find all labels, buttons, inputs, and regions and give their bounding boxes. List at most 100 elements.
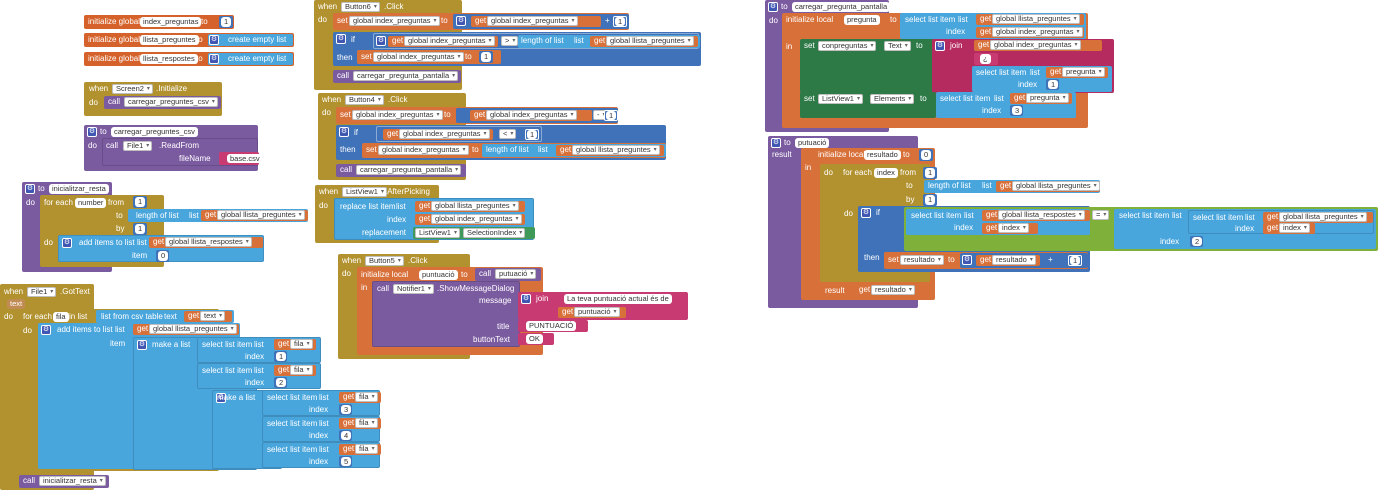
text-block[interactable]: PUNTUACIÓ <box>518 320 588 332</box>
number-field[interactable]: 1 <box>606 111 617 120</box>
number-field[interactable]: 1 <box>276 352 287 361</box>
number-block[interactable]: 1 <box>479 51 493 63</box>
var-dropdown[interactable]: fila <box>355 444 378 454</box>
number-block[interactable]: 1 <box>274 351 287 362</box>
global-llista-respostes-block[interactable]: initialize global llista_respostes to ⚙ … <box>84 52 294 66</box>
proc-dropdown[interactable]: putuació <box>495 269 537 279</box>
get-var-block[interactable]: get global llista_respostes <box>149 237 263 248</box>
notifier-showmessagedialog-block[interactable]: call Notifier1 .ShowMessageDialog messag… <box>372 281 520 347</box>
gear-icon[interactable]: ⚙ <box>87 127 97 137</box>
call-inicialitzar-block[interactable]: call inicialitzar_resta <box>19 475 109 488</box>
var-dropdown[interactable]: fila <box>290 339 313 349</box>
create-empty-list-block[interactable]: ⚙ create empty list <box>208 34 293 46</box>
number-field[interactable]: 5 <box>341 457 352 466</box>
gear-icon[interactable]: ⚙ <box>456 16 466 26</box>
number-block[interactable]: 4 <box>339 430 352 441</box>
number-field[interactable]: 1 <box>615 17 626 26</box>
get-var-block[interactable]: get global llista_preguntes <box>201 210 308 221</box>
gear-icon[interactable]: ⚙ <box>376 36 386 46</box>
set-index-block[interactable]: set global index_preguntas to ⚙ getgloba… <box>333 13 629 30</box>
number-field[interactable]: 1 <box>925 168 936 178</box>
get-text-block[interactable]: get text <box>184 311 232 322</box>
gear-icon[interactable]: ⚙ <box>62 238 72 248</box>
component-dropdown[interactable]: Screen2 <box>112 84 153 94</box>
component-property-block[interactable]: ListView1 SelectionIndex <box>413 227 535 239</box>
var-name-field[interactable]: pregunta <box>844 15 880 25</box>
proc-dropdown[interactable]: carregar_preguntes_csv <box>124 97 218 107</box>
var-dropdown[interactable]: global index_preguntas <box>992 27 1083 37</box>
property-dropdown[interactable]: SelectionIndex <box>463 228 526 238</box>
screen2-initialize-block[interactable]: when Screen2 .Initialize do call carrega… <box>84 82 222 116</box>
var-dropdown[interactable]: global index_preguntas <box>349 16 440 26</box>
gear-icon[interactable]: ⚙ <box>935 41 945 51</box>
gear-icon[interactable]: ⚙ <box>137 340 147 350</box>
component-dropdown[interactable]: File1 <box>123 141 153 151</box>
text-field[interactable]: ¿ <box>980 54 991 64</box>
gear-icon[interactable]: ⚙ <box>41 325 51 335</box>
component-dropdown[interactable]: ListView1 <box>342 187 387 197</box>
var-name-field[interactable]: index_preguntas <box>140 17 202 27</box>
number-field[interactable]: 1 <box>135 197 146 207</box>
number-block[interactable]: 0 <box>919 149 933 161</box>
call-proc-block[interactable]: call carregar_preguntes_csv <box>104 96 221 109</box>
component-dropdown[interactable]: Button6 <box>341 2 380 12</box>
number-field[interactable]: 1 <box>1070 256 1081 265</box>
number-field[interactable]: 1 <box>527 130 538 139</box>
gear-icon[interactable]: ⚙ <box>861 208 871 218</box>
var-dropdown[interactable]: global llista_preguntes <box>217 210 305 220</box>
operator-dropdown[interactable]: < <box>499 129 517 139</box>
var-dropdown[interactable]: global llista_preguntes <box>572 145 660 155</box>
var-dropdown[interactable]: resultado <box>871 285 915 295</box>
number-block[interactable]: 1 <box>1046 79 1059 90</box>
loop-var-field[interactable]: number <box>75 198 107 208</box>
proc-name-field[interactable]: carregar_preguntes_csv <box>111 127 198 137</box>
text-field[interactable]: La teva puntuació actual és de <box>564 294 672 304</box>
proc-name-field[interactable]: carregar_pregunta_pantalla <box>792 2 891 12</box>
var-dropdown[interactable]: resultado <box>992 255 1036 265</box>
var-dropdown[interactable]: index <box>1279 223 1310 233</box>
number-block[interactable]: 2 <box>1190 236 1203 247</box>
text-block[interactable]: base.csv <box>219 152 263 165</box>
proc-carregar-preguntes-csv[interactable]: ⚙ to carregar_preguntes_csv do call File… <box>84 125 263 171</box>
var-dropdown[interactable]: global index_preguntas <box>399 129 490 139</box>
list-from-csv-block[interactable]: list from csv table text get text <box>96 310 234 323</box>
proc-dropdown[interactable]: inicialitzar_resta <box>39 476 106 486</box>
var-dropdown[interactable]: global llista_preguntes <box>992 14 1080 24</box>
number-block[interactable]: 1 <box>1068 255 1082 266</box>
component-dropdown[interactable]: Notifier1 <box>393 284 434 294</box>
number-block[interactable]: 1 <box>604 110 618 121</box>
gear-icon[interactable]: ⚙ <box>768 2 778 12</box>
proc-dropdown[interactable]: carregar_pregunta_pantalla <box>353 71 459 81</box>
var-name-field[interactable]: llista_preguntes <box>140 35 199 45</box>
text-block[interactable]: ¿ <box>974 53 998 65</box>
component-dropdown[interactable]: Button4 <box>345 95 384 105</box>
number-block[interactable]: 3 <box>339 404 352 415</box>
var-dropdown[interactable]: global llista_respostes <box>165 237 252 247</box>
number-block[interactable]: 1 <box>525 129 539 140</box>
number-block[interactable]: 1 <box>133 223 147 235</box>
proc-name-field[interactable]: inicialitzar_resta <box>49 184 109 194</box>
